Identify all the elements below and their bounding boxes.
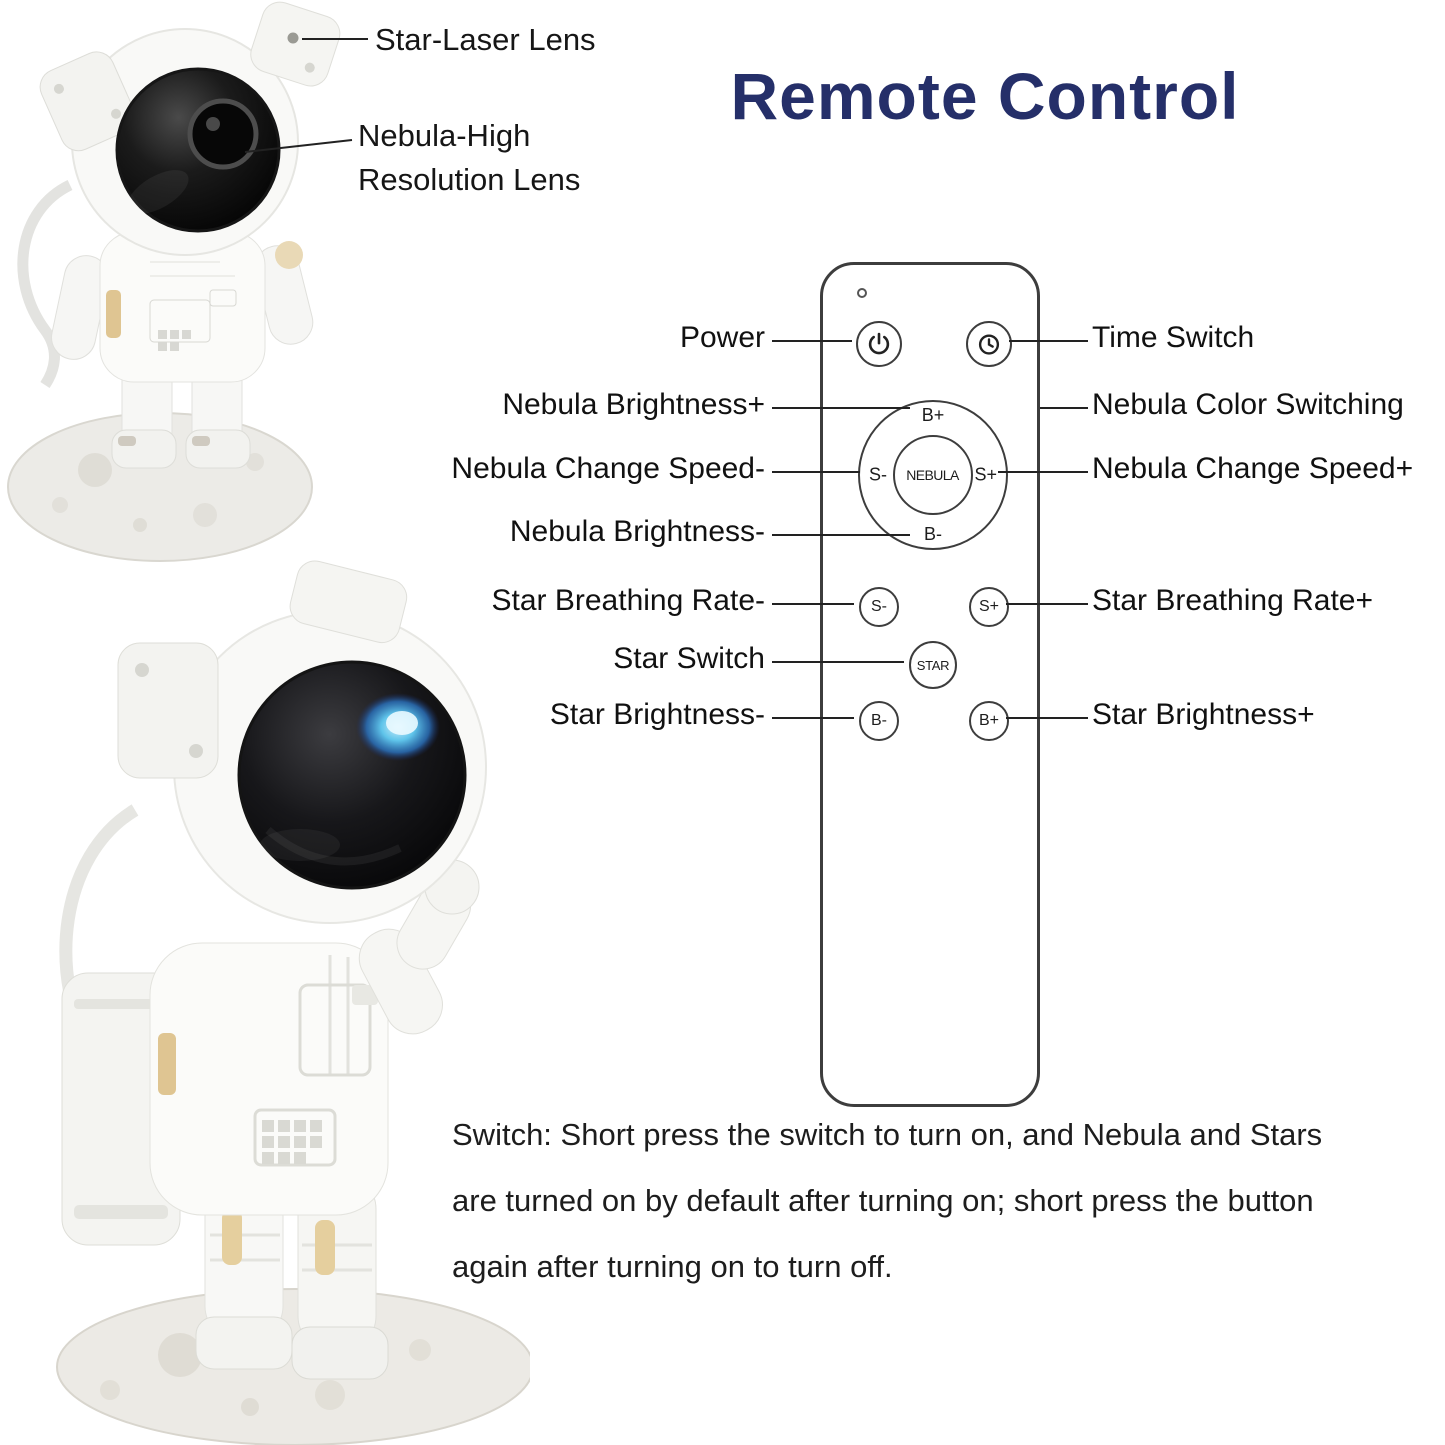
label-nebula-color-switching: Nebula Color Switching [1092, 388, 1404, 421]
indicator-led [857, 288, 867, 298]
instruction-line: Switch: Short press the switch to turn o… [452, 1117, 1323, 1152]
label-nebula-change-speed-minus: Nebula Change Speed- [451, 452, 765, 485]
remote-nebula-speed-minus-button: S- [869, 464, 887, 485]
remote-nebula-center-button: NEBULA [892, 434, 973, 515]
instruction-line: again after turning on to turn off. [452, 1249, 893, 1284]
remote-star-rate-minus-button: S- [859, 587, 899, 627]
switch-instructions: Switch: Short press the switch to turn o… [452, 1117, 1322, 1315]
remote-star-brightness-minus-button: B- [859, 701, 899, 741]
remote-nebula-brightness-minus-button: B- [924, 524, 942, 544]
label-star-breathing-rate-plus: Star Breathing Rate+ [1092, 584, 1374, 617]
remote-control-body: B+ S- S+ B- NEBULA S- S+ STAR B- B+ [820, 262, 1040, 1107]
label-star-laser-lens: Star-Laser Lens [375, 22, 596, 57]
label-star-brightness-plus: Star Brightness+ [1092, 698, 1315, 731]
label-nebula-brightness-plus: Nebula Brightness+ [502, 388, 765, 421]
remote-star-switch-button: STAR [909, 641, 957, 689]
page-title: Remote Control [730, 59, 1240, 133]
instruction-line: are turned on by default after turning o… [452, 1183, 1314, 1218]
label-star-brightness-minus: Star Brightness- [549, 698, 765, 731]
astronaut-projector-top-image [7, 1, 341, 562]
timer-clock-icon [978, 334, 1000, 355]
remote-power-button [856, 321, 902, 367]
label-nebula-lens-line2: Resolution Lens [358, 162, 581, 197]
power-icon [868, 332, 890, 355]
remote-star-rate-plus-button: S+ [969, 587, 1009, 627]
remote-nebula-speed-plus-button: S+ [974, 464, 997, 485]
power-cord [17, 180, 73, 389]
remote-nebula-brightness-plus-button: B+ [921, 405, 945, 425]
label-time-switch: Time Switch [1092, 321, 1255, 354]
label-nebula-lens-line1: Nebula-High [358, 118, 531, 153]
label-star-breathing-rate-minus: Star Breathing Rate- [491, 584, 765, 617]
remote-time-switch-button [966, 321, 1012, 367]
label-star-switch: Star Switch [613, 642, 765, 675]
astronaut-projector-bottom-image [56, 560, 530, 1445]
remote-nebula-dpad: B+ S- S+ B- NEBULA [858, 400, 1008, 550]
label-power: Power [679, 321, 765, 354]
label-nebula-brightness-minus: Nebula Brightness- [509, 515, 765, 548]
label-nebula-change-speed-plus: Nebula Change Speed+ [1092, 452, 1414, 485]
nebula-lens [187, 98, 259, 170]
remote-star-brightness-plus-button: B+ [969, 701, 1009, 741]
star-laser-lens-dot [287, 32, 299, 44]
